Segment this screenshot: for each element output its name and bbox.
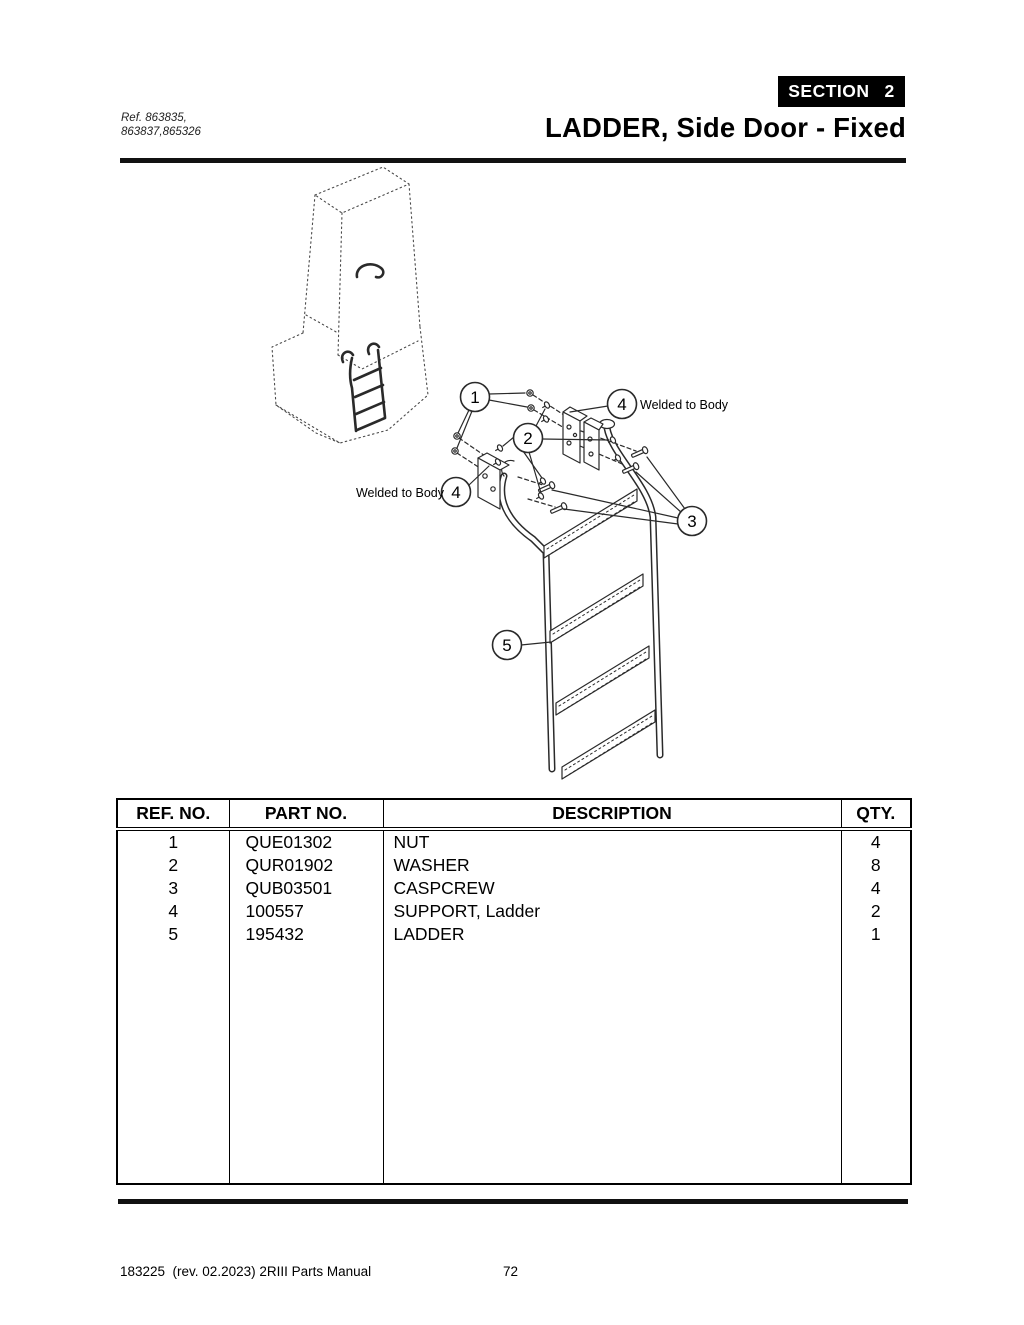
table-row: 5 195432 LADDER 1 (117, 923, 911, 946)
section-badge: SECTION 2 (778, 76, 905, 107)
ref-no-cell: 5 (168, 924, 179, 944)
section-badge-word: SECTION (788, 81, 870, 101)
description-cell: LADDER (382, 923, 841, 946)
qty-cell: 2 (840, 900, 911, 923)
reference-note: Ref. 863835, 863837,865326 (121, 111, 201, 139)
reference-note-line1: Ref. 863835, (121, 112, 187, 124)
table-row: 2 QUR01902 WASHER 8 (117, 854, 911, 877)
callout-1-number: 1 (470, 388, 479, 407)
part-no-cell: 195432 (228, 923, 383, 946)
qty-cell: 4 (840, 877, 911, 900)
description-cell: NUT (382, 829, 841, 854)
washer-fasteners (493, 401, 622, 500)
column-header-part-no: PART NO. (228, 799, 383, 831)
part-no-cell: QUE01302 (228, 829, 383, 854)
parts-table: REF. NO. PART NO. DESCRIPTION QTY. 1 QUE… (116, 798, 912, 1185)
tread-1 (543, 488, 638, 559)
page-number: 72 (503, 1264, 519, 1279)
table-row: 4 100557 SUPPORT, Ladder 2 (117, 900, 911, 923)
qty-cell: 8 (840, 854, 911, 877)
ref-no-cell: 1 (168, 832, 179, 852)
part-no-cell: 100557 (228, 900, 383, 923)
callout-2: 2 (512, 422, 544, 454)
ref-no-cell: 4 (168, 901, 179, 921)
ref-no-cell: 3 (168, 878, 179, 898)
callout-3-number: 3 (687, 512, 696, 531)
callout-4-right-number: 4 (617, 395, 626, 414)
table-row: 1 QUE01302 NUT 4 (117, 829, 911, 854)
door-handle-graphic (355, 263, 385, 279)
truck-body-ghost-outline (271, 166, 429, 444)
description-cell: WASHER (382, 854, 841, 877)
part-no-cell: QUB03501 (228, 877, 383, 900)
qty-cell: 1 (840, 923, 911, 946)
tread-2 (549, 573, 644, 644)
footer-rule (118, 1199, 908, 1204)
callout-2-number: 2 (523, 429, 532, 448)
table-row: 3 QUB03501 CASPCREW 4 (117, 877, 911, 900)
ref-no-cell: 2 (168, 855, 179, 875)
callout-4-left: 4 (440, 476, 472, 508)
qty-cell: 4 (840, 829, 911, 854)
support-bracket-right (562, 406, 604, 471)
description-cell: SUPPORT, Ladder (382, 900, 841, 923)
callout-5: 5 (491, 629, 523, 661)
reference-note-line2: 863837,865326 (121, 126, 201, 138)
tread-3 (555, 645, 650, 716)
parts-table-header: REF. NO. PART NO. DESCRIPTION QTY. (117, 799, 911, 831)
page-title: LADDER, Side Door - Fixed (545, 112, 906, 143)
column-header-ref-no: REF. NO. (117, 799, 229, 831)
table-empty-space (117, 946, 911, 1184)
tread-4 (561, 709, 656, 780)
callout-4-right: 4 (606, 388, 638, 420)
ladder-treads (543, 488, 656, 780)
installed-ladder-thumbnail (340, 342, 387, 433)
callout-3: 3 (676, 505, 708, 537)
part-no-cell: QUR01902 (228, 854, 383, 877)
exploded-view-diagram: 1 2 3 4 4 5 Welded to Body Welded to Bod… (271, 166, 729, 780)
description-cell: CASPCREW (382, 877, 841, 900)
callout-leader-lines (456, 392, 686, 646)
capscrew-fasteners (537, 446, 649, 514)
column-header-description: DESCRIPTION (382, 799, 841, 831)
welded-to-body-label-right: Welded to Body (640, 398, 729, 412)
callout-1: 1 (459, 381, 491, 413)
welded-to-body-label-left: Welded to Body (356, 486, 445, 500)
callout-balloons: 1 2 3 4 4 5 (440, 381, 708, 661)
callout-5-number: 5 (502, 636, 511, 655)
footer-document-info: 183225 (rev. 02.2023) 2RIII Parts Manual (120, 1264, 372, 1279)
nut-fasteners (451, 389, 535, 455)
section-badge-number: 2 (884, 81, 895, 101)
column-header-qty: QTY. (840, 799, 911, 831)
header-rule (120, 158, 906, 163)
callout-4-left-number: 4 (451, 483, 460, 502)
